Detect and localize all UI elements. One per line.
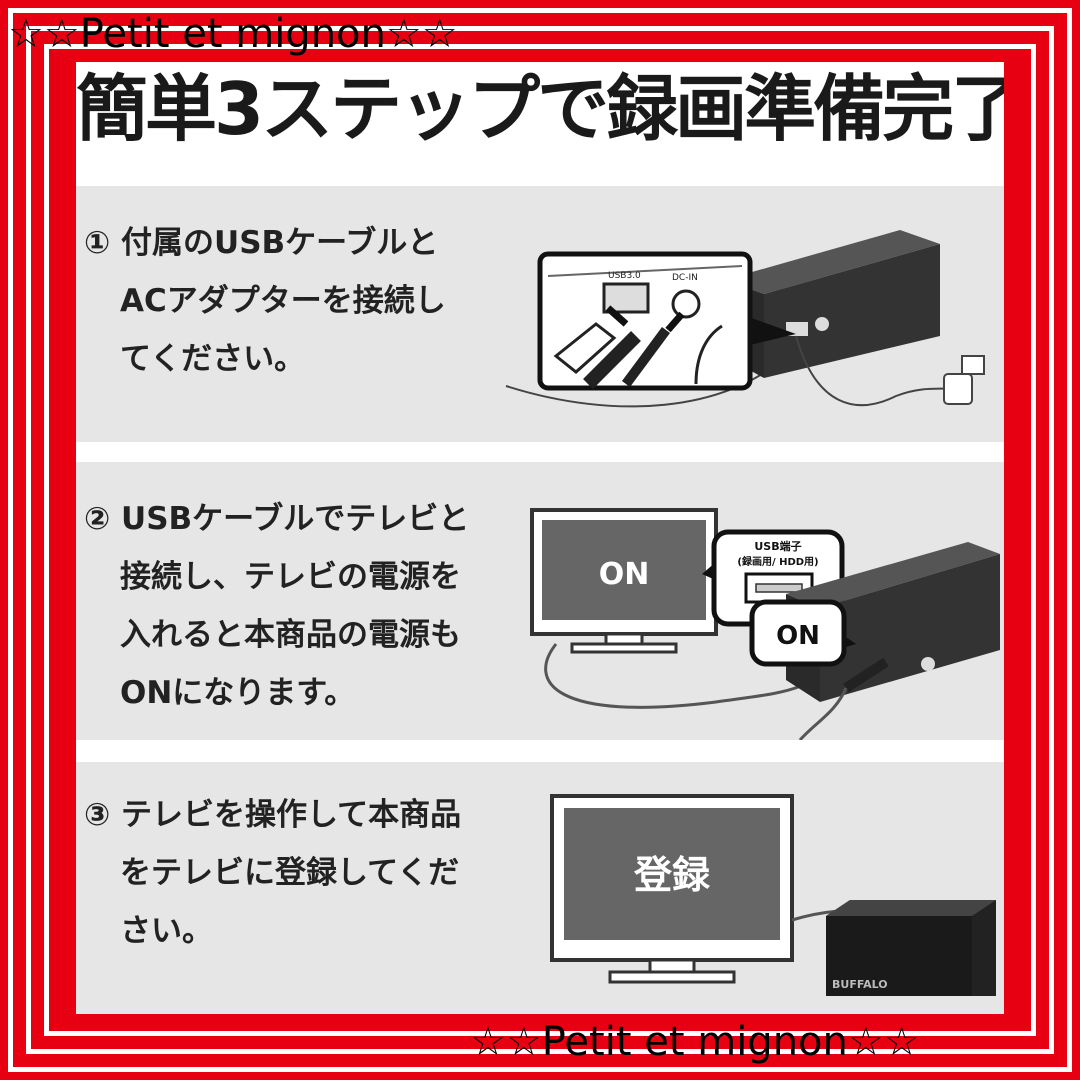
connector-callout: USB3.0 DC-IN [537, 251, 796, 391]
usb-port-subtitle: (録画用/ HDD用) [737, 555, 818, 568]
step-1-line-1: ① 付属のUSBケーブルと [84, 225, 439, 261]
tv-screen-text: ON [599, 557, 650, 592]
step-2: ② USBケーブルでテレビと 接続し、テレビの電源を 入れると本商品の電源も O… [76, 462, 1004, 740]
tv-set: 登録 [550, 794, 794, 984]
frame-line-outer [8, 8, 1072, 1072]
step-2-text: ② USBケーブルでテレビと 接続し、テレビの電源を 入れると本商品の電源も O… [84, 490, 469, 722]
step-1-line-3: てください。 [120, 341, 306, 377]
step-1-line-2: ACアダプターを接続し [120, 283, 446, 319]
page-heading: 簡単3ステップで録画準備完了 [76, 67, 1004, 151]
step-1-text: ① 付属のUSBケーブルと ACアダプターを接続し てください。 [84, 214, 446, 388]
tv-screen-text: 登録 [633, 853, 711, 897]
step-2-line-2: 接続し、テレビの電源を [120, 559, 461, 595]
step-2-illustration: ON USB端子 (録画用/ HDD用) [530, 508, 1000, 740]
frame-line-middle [26, 26, 1054, 1054]
step-3-text: ③ テレビを操作して本商品 をテレビに登録してくだ さい。 [84, 786, 461, 960]
step-1-illustration: USB3.0 DC-IN [505, 230, 985, 408]
step-3-line-2: をテレビに登録してくだ [120, 855, 460, 891]
dc-port-label: DC-IN [672, 273, 698, 283]
step-3-line-1: ③ テレビを操作して本商品 [84, 797, 462, 833]
watermark-top: ☆☆Petit et mignon☆☆ [8, 11, 458, 57]
usb-port-title: USB端子 [754, 539, 801, 553]
step-2-line-4: ONになります。 [120, 675, 356, 711]
product-image-panel: 簡単3ステップで録画準備完了 ① 付属のUSBケーブルと ACアダプターを接続し… [76, 62, 1004, 1014]
tv-set: ON [530, 508, 718, 654]
step-3-illustration: 登録 BUFFALO [550, 794, 996, 996]
watermark-bottom: ☆☆Petit et mignon☆☆ [470, 1019, 920, 1065]
usb-port-label: USB3.0 [608, 271, 641, 281]
step-2-line-3: 入れると本商品の電源も [120, 617, 461, 653]
hdd-device: BUFFALO [826, 900, 996, 996]
brand-logo: BUFFALO [832, 978, 888, 991]
step-1: ① 付属のUSBケーブルと ACアダプターを接続し てください。 [76, 186, 1004, 442]
hdd-on-bubble: ON [749, 599, 856, 667]
step-2-line-1: ② USBケーブルでテレビと [84, 501, 470, 537]
step-3-line-3: さい。 [120, 913, 213, 949]
step-3: ③ テレビを操作して本商品 をテレビに登録してくだ さい。 登録 BUFFALO [76, 762, 1004, 1014]
hdd-device [724, 230, 940, 378]
frame-line-inner [44, 44, 1036, 1036]
hdd-on-text: ON [776, 621, 820, 651]
